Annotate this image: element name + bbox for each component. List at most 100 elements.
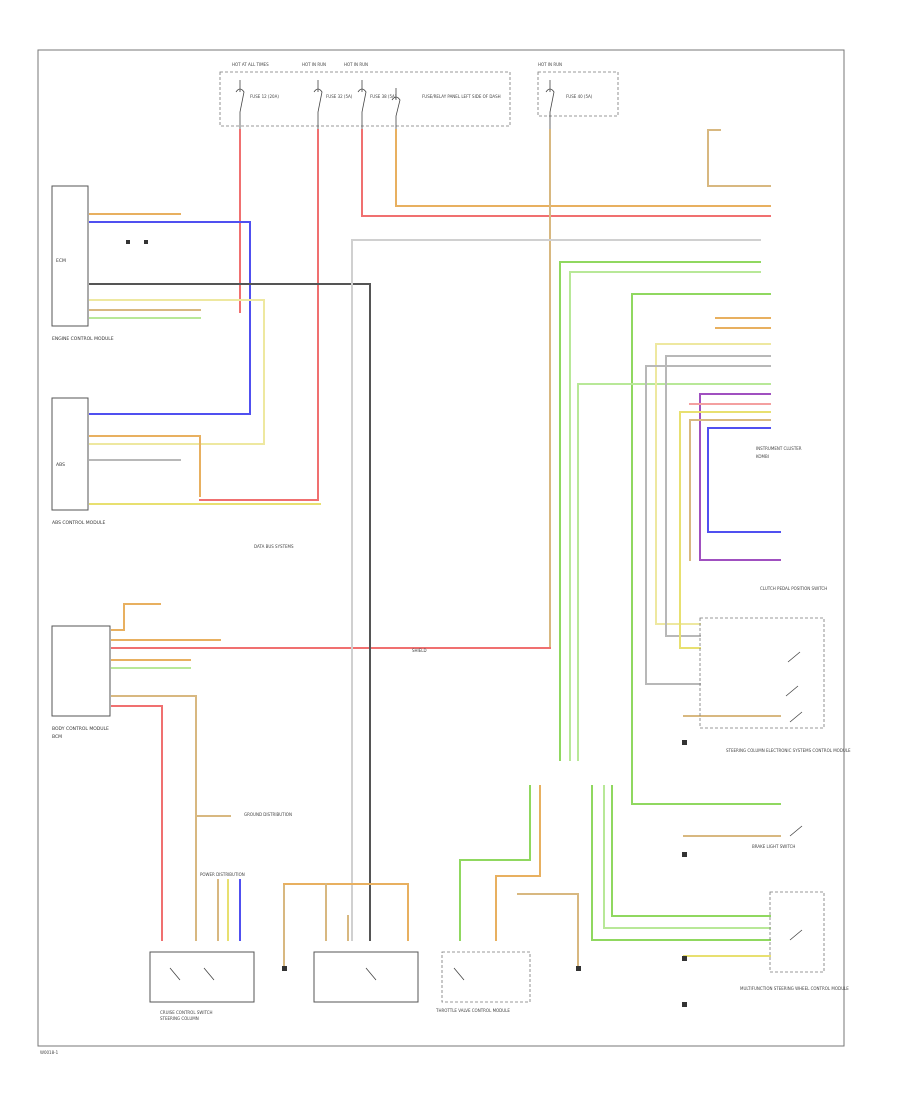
wire-cl-tan (689, 419, 771, 561)
fuse-1-symbol (235, 80, 245, 130)
fuse-2-name: FUSE 32 (5A) (326, 94, 353, 99)
throttle-contacts (453, 967, 465, 981)
footer-code: W0018-1 (40, 1050, 59, 1055)
ground-3 (682, 956, 687, 961)
cruise-sub: STEERING COLUMN (160, 1016, 199, 1021)
throttle-box (441, 951, 531, 1003)
fuse-2-header: HOT IN RUN (302, 62, 326, 67)
ecm-module: ECM ENGINE CONTROL MODULE (51, 185, 114, 342)
fuse-panel-outline-right (537, 71, 619, 117)
wire-green-3 (631, 293, 781, 805)
multifunction-box (769, 891, 825, 973)
splice-2 (144, 240, 148, 244)
abs-sub: ABS (56, 462, 65, 468)
fuse-1-name: FUSE 12 (20A) (250, 94, 279, 99)
diagram-frame (37, 49, 845, 1047)
right-components: INSTRUMENT CLUSTER KOMBI CLUTCH PEDAL PO… (699, 446, 851, 991)
fuse-3: HOT IN RUN FUSE 38 (5A) FUSE/RELAY PANEL… (344, 62, 501, 130)
wire-sw-4 (283, 883, 409, 941)
wires (89, 129, 781, 969)
fuse-3b-symbol (391, 88, 401, 130)
fuse-panel: HOT AT ALL TIMES FUSE 12 (20A) HOT IN RU… (219, 62, 619, 130)
wire-cl-blue (707, 427, 781, 533)
fuse-4-symbol (545, 80, 555, 130)
cluster-title: INSTRUMENT CLUSTER (756, 446, 802, 451)
ground-5 (682, 740, 687, 745)
cruise-switch-contacts (169, 967, 215, 981)
abs-title: ABS CONTROL MODULE (52, 520, 105, 526)
splice-1 (126, 240, 130, 244)
fuse-4-header: HOT IN RUN (538, 62, 562, 67)
fuse-4: HOT IN RUN FUSE 40 (5A) (538, 62, 593, 130)
wire-cl-ltyel (655, 343, 771, 625)
bcm-box (51, 625, 111, 717)
multifunction-title: MULTIFUNCTION STEERING WHEEL CONTROL MOD… (740, 986, 849, 991)
ground-4 (682, 1002, 687, 1007)
note-shield: SHIELD (412, 648, 427, 653)
wire-orange-1 (395, 129, 771, 207)
ecm-title: ENGINE CONTROL MODULE (52, 336, 114, 342)
abs-box (51, 397, 89, 511)
throttle-title: THROTTLE VALVE CONTROL MODULE (435, 1008, 510, 1013)
wire-green-2 (569, 271, 761, 761)
wire-red-2 (199, 129, 319, 501)
cluster-sub: KOMBI (756, 454, 769, 459)
wire-bcm-red (111, 705, 163, 941)
bcm-title: BODY CONTROL MODULE (52, 726, 109, 732)
fuse-panel-label: FUSE/RELAY PANEL LEFT SIDE OF DASH (422, 94, 501, 99)
wire-yellow-1 (89, 299, 265, 445)
clutch-switch-box (699, 617, 825, 729)
clutch-title: CLUTCH PEDAL POSITION SWITCH (760, 586, 827, 591)
ecm-sub: ECM (56, 258, 66, 264)
wire-st-3 (611, 785, 771, 917)
fuse-panel-outline (219, 71, 511, 127)
wire-cl-top (707, 129, 771, 187)
bottom-components: CRUISE CONTROL SWITCH STEERING COLUMN TH… (149, 951, 531, 1021)
note-data-bus: DATA BUS SYSTEMS (254, 544, 294, 549)
fuse-3-symbol (357, 80, 367, 130)
wire-abs-orn (89, 435, 201, 497)
notes: DATA BUS SYSTEMS GROUND DISTRIBUTION POW… (200, 544, 427, 877)
wire-bcm-1 (111, 603, 161, 631)
switch-contacts (785, 651, 803, 941)
connectors (126, 240, 687, 1007)
ground-2 (576, 966, 581, 971)
note-ground: GROUND DISTRIBUTION (244, 812, 292, 817)
wire-tan-1 (111, 129, 551, 649)
ecm-box (51, 185, 89, 327)
wire-cl-yel (679, 411, 771, 649)
brake-title: BRAKE LIGHT SWITCH (752, 844, 795, 849)
wire-thr-3 (517, 893, 579, 969)
fuse-1-header: HOT AT ALL TIMES (232, 62, 269, 67)
wire-green-4 (577, 383, 771, 761)
wire-cl-gry (665, 355, 771, 637)
fuse-2: HOT IN RUN FUSE 32 (5A) (302, 62, 353, 130)
wire-thr-1 (459, 785, 531, 941)
bcm-sub: BCM (52, 734, 62, 740)
fuse-1: HOT AT ALL TIMES FUSE 12 (20A) (232, 62, 279, 130)
cruise-switch-box (149, 951, 255, 1003)
ground-6 (682, 852, 687, 857)
cruise-title: CRUISE CONTROL SWITCH (160, 1010, 213, 1015)
wire-cl-gry2 (645, 365, 771, 685)
wire-black-1 (89, 283, 371, 941)
wire-st-2 (603, 785, 771, 929)
wire-blue-1 (89, 221, 251, 415)
wire-bcm-tan (111, 695, 197, 941)
wire-green-1 (559, 261, 761, 761)
ground-1 (282, 966, 287, 971)
wire-thr-2 (495, 785, 541, 941)
brake-switch-box (313, 951, 419, 1003)
wire-red-3 (361, 129, 771, 217)
steering-title: STEERING COLUMN ELECTRONIC SYSTEMS CONTR… (726, 748, 851, 753)
wire-st-1 (591, 785, 771, 941)
fuse-3-header: HOT IN RUN (344, 62, 368, 67)
brake-switch-contacts (365, 967, 377, 981)
fuse-3-name: FUSE 38 (5A) (370, 94, 397, 99)
wire-cl-vio (699, 393, 781, 561)
abs-module: ABS ABS CONTROL MODULE (51, 397, 105, 526)
bcm-module: BODY CONTROL MODULE BCM (51, 625, 111, 740)
fuse-4-name: FUSE 40 (5A) (566, 94, 593, 99)
note-power: POWER DISTRIBUTION (200, 872, 245, 877)
